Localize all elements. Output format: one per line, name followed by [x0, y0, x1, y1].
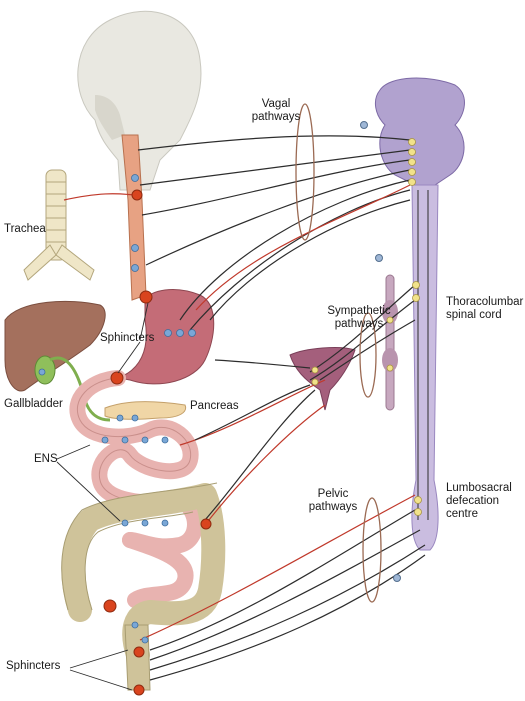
- receptor-bulbs: [360, 121, 401, 582]
- lumbosacral-label: Lumbosacral defecation centre: [446, 482, 512, 521]
- label-line: spinal cord: [446, 309, 502, 321]
- vagal-pathways-label: Vagal pathways: [251, 98, 301, 124]
- thoracolumbar-label: Thoracolumbar spinal cord: [446, 296, 523, 322]
- pelvic-pathway-ring: [362, 497, 382, 603]
- sympathetic-pathways-label: Sympathetic pathways: [318, 305, 400, 331]
- chain-ganglion: [382, 348, 398, 372]
- nasal-oral-cavity: [95, 95, 125, 140]
- head-silhouette: [77, 10, 202, 191]
- gallbladder-shape: [34, 355, 56, 385]
- colon: [61, 483, 226, 667]
- liver: [4, 300, 106, 392]
- enteric-neurons: [38, 174, 196, 644]
- pelvic-pathways-label: Pelvic pathways: [308, 488, 358, 514]
- gallbladder-label: Gallbladder: [4, 398, 63, 410]
- vagal-nerves: [137, 135, 411, 331]
- label-line: centre: [446, 508, 478, 520]
- label-line: pathways: [251, 111, 301, 123]
- brainstem: [374, 77, 465, 186]
- label-line: Thoracolumbar: [446, 296, 524, 308]
- chain-ganglion: [382, 300, 398, 324]
- upper-sphincters-label: Sphincters: [100, 332, 155, 344]
- sympathetic-pathway-ring: [359, 312, 377, 398]
- sphincter-markers: [103, 189, 212, 696]
- trachea-label: Trachea: [4, 223, 46, 235]
- label-line: Pelvic: [317, 488, 349, 500]
- ens-label: ENS: [34, 453, 58, 465]
- sympathetic-chain: [385, 274, 395, 411]
- label-line: Sympathetic: [327, 305, 391, 317]
- cns-neurons: [311, 138, 422, 516]
- pancreas-label: Pancreas: [190, 400, 239, 412]
- label-line: defecation: [446, 495, 500, 507]
- spinal-cord: [411, 184, 439, 551]
- label-line: pathways: [334, 318, 384, 330]
- cord-tracts: [417, 190, 429, 520]
- label-line: Vagal: [261, 98, 291, 110]
- label-line: pathways: [308, 501, 358, 513]
- trachea-shape: [23, 169, 95, 281]
- rectum: [124, 624, 151, 691]
- pancreas-shape: [104, 401, 187, 420]
- label-line: Lumbosacral: [446, 482, 512, 494]
- lower-sphincters-label: Sphincters: [6, 660, 61, 672]
- vagal-pathway-ring: [295, 103, 315, 241]
